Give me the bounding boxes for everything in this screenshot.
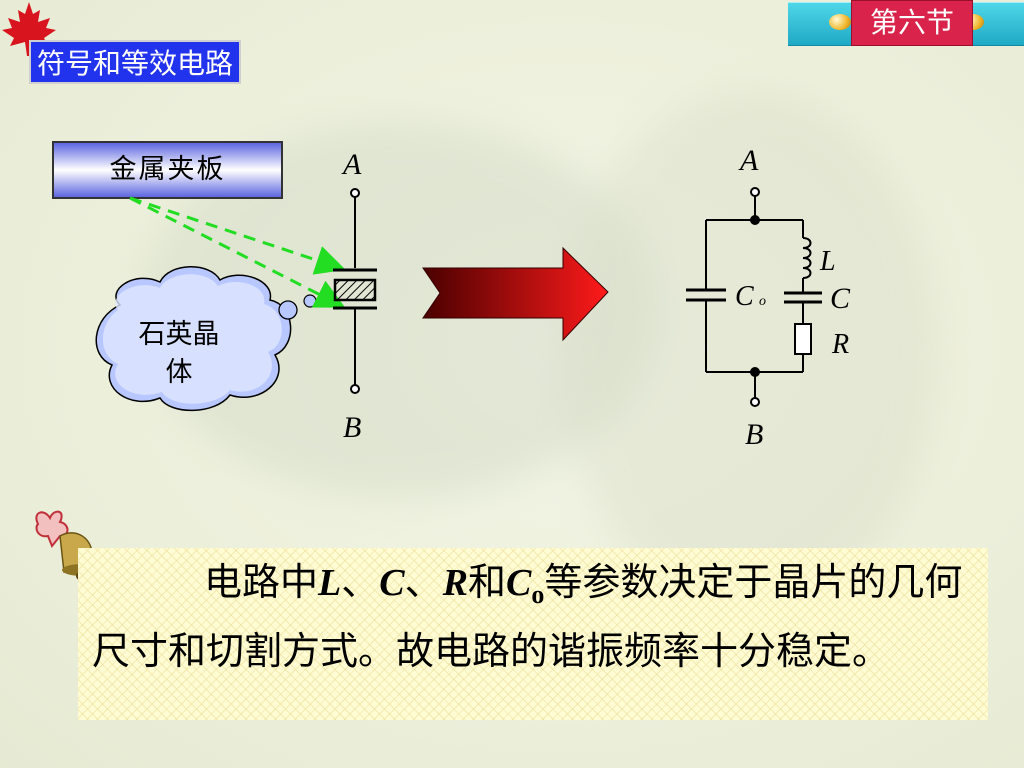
background-texture xyxy=(560,90,940,610)
text-and: 和 xyxy=(467,560,506,604)
explanation-text: 电路中L、C、R和Co等参数决定于晶片的几何尺寸和切割方式。故电路的谐振频率十分… xyxy=(78,548,988,720)
sep2: 、 xyxy=(404,560,443,604)
pointer-arrow-top xyxy=(129,196,346,275)
resistor-label: R xyxy=(831,329,849,360)
symbol-r: R xyxy=(442,562,468,604)
equivalent-circuit xyxy=(686,187,822,407)
capacitor-label: C xyxy=(830,282,851,315)
text-part2: 等参数决定于晶片的几何尺寸和切割方式。故电路的谐振频率十分稳定。 xyxy=(92,560,963,673)
text-part1: 电路中 xyxy=(204,560,319,604)
thought-cloud-icon xyxy=(95,266,330,412)
crystal-symbol xyxy=(333,188,377,394)
crystal-label: 石英晶 体 xyxy=(118,316,240,392)
inductor-label: L xyxy=(819,246,836,277)
crystal-label-line2: 体 xyxy=(165,357,193,388)
sep1: 、 xyxy=(341,560,380,604)
right-arrow-icon xyxy=(422,246,609,342)
left-terminal-a: A xyxy=(341,148,362,181)
metal-plate-label: 金属夹板 xyxy=(52,141,283,199)
symbol-c0: C xyxy=(506,562,532,604)
symbol-c0-sub: o xyxy=(531,580,545,609)
right-terminal-b: B xyxy=(745,418,763,451)
bell-icon xyxy=(35,510,102,580)
crystal-label-line1: 石英晶 xyxy=(138,319,220,350)
nav-left-icon[interactable] xyxy=(829,14,851,30)
section-badge[interactable]: 第六节 xyxy=(851,0,973,46)
symbol-c: C xyxy=(379,562,405,604)
symbol-l: L xyxy=(318,562,342,604)
left-terminal-b: B xyxy=(343,411,361,444)
c0-label: C xyxy=(735,281,754,312)
c0-subscript: o xyxy=(759,294,766,309)
right-terminal-a: A xyxy=(738,144,759,177)
page-title: 符号和等效电路 xyxy=(29,40,242,84)
